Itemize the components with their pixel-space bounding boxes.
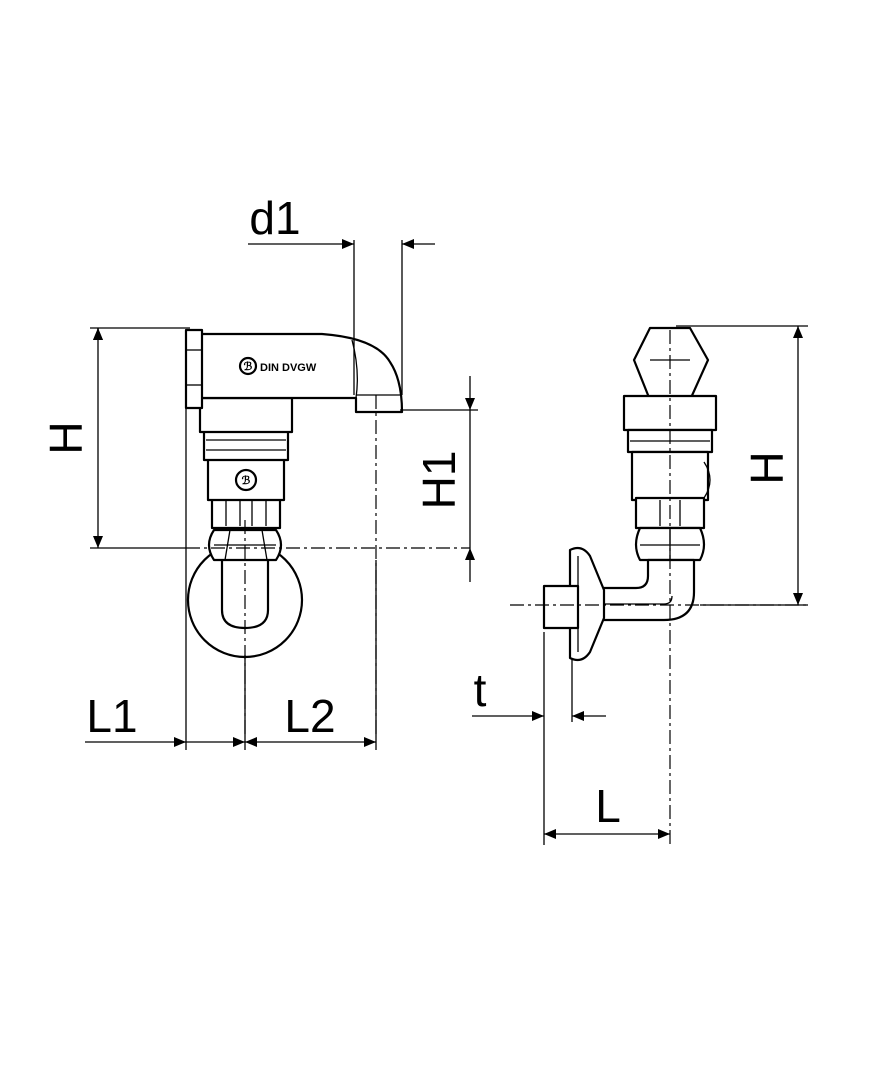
dim-label-h-right: H xyxy=(741,451,793,484)
elbow-body xyxy=(198,332,404,414)
ribbed-ring xyxy=(210,496,282,530)
side-view xyxy=(510,326,808,845)
dim-label-t: t xyxy=(474,664,487,716)
dim-label-h1: H1 xyxy=(413,451,465,510)
side-elbow-pipe xyxy=(588,558,696,622)
dim-label-l1: L1 xyxy=(86,690,137,742)
front-view-dimensions: d1 H H1 L1 L2 xyxy=(40,192,478,750)
dim-label-l: L xyxy=(595,780,621,832)
dim-label-l2: L2 xyxy=(284,690,335,742)
din-dvgw-marking: DIN DVGW xyxy=(260,362,317,374)
side-stub xyxy=(542,584,580,630)
side-view-dimensions: H t L xyxy=(472,325,808,845)
brand-logo-mark: ℬ xyxy=(242,475,251,487)
front-view: ℬ ℬ DIN DVGW xyxy=(184,328,470,735)
wall-flange xyxy=(184,328,204,410)
din-logo-mark: ℬ xyxy=(244,361,253,373)
compression-body xyxy=(206,456,286,502)
valve-collar xyxy=(198,396,294,434)
dim-label-d1: d1 xyxy=(249,192,300,244)
din-logo-circle xyxy=(238,356,258,376)
brand-logo-circle xyxy=(234,468,258,492)
hex-cap xyxy=(632,326,710,402)
dim-label-h-left: H xyxy=(40,421,92,454)
valve-bonnet xyxy=(202,428,290,462)
